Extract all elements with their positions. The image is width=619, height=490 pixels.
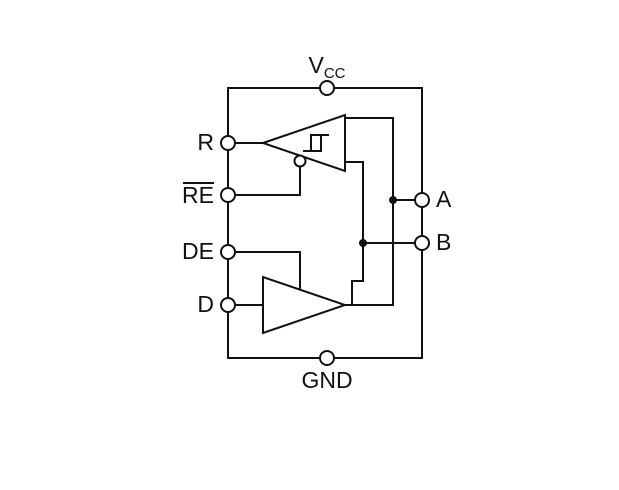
receiver-enable-bubble-icon [293,154,307,168]
pin-de [220,244,236,260]
pin-gnd [319,350,335,366]
wire-de [235,251,301,290]
label-re: RE [182,182,214,208]
label-de: DE [182,238,214,264]
hysteresis-icon [303,134,329,152]
label-vcc-main: V [308,52,324,78]
pin-a [414,192,430,208]
junction-dot-b [359,239,367,247]
label-b: B [436,229,451,255]
pin-re [220,187,236,203]
label-a: A [436,186,452,212]
pin-vcc [319,80,335,96]
pin-d [220,297,236,313]
label-gnd: GND [301,367,352,393]
junction-dot-a [389,196,397,204]
label-vcc: VCC [308,52,345,82]
label-d: D [197,291,214,317]
label-vcc-sub: CC [324,65,346,82]
driver-buffer [262,275,349,335]
label-r: R [197,129,214,155]
wire-re [235,167,301,196]
pin-b [414,235,430,251]
pin-r [220,135,236,151]
wire-b-bus [345,161,364,305]
wire-a-bus [345,117,394,306]
